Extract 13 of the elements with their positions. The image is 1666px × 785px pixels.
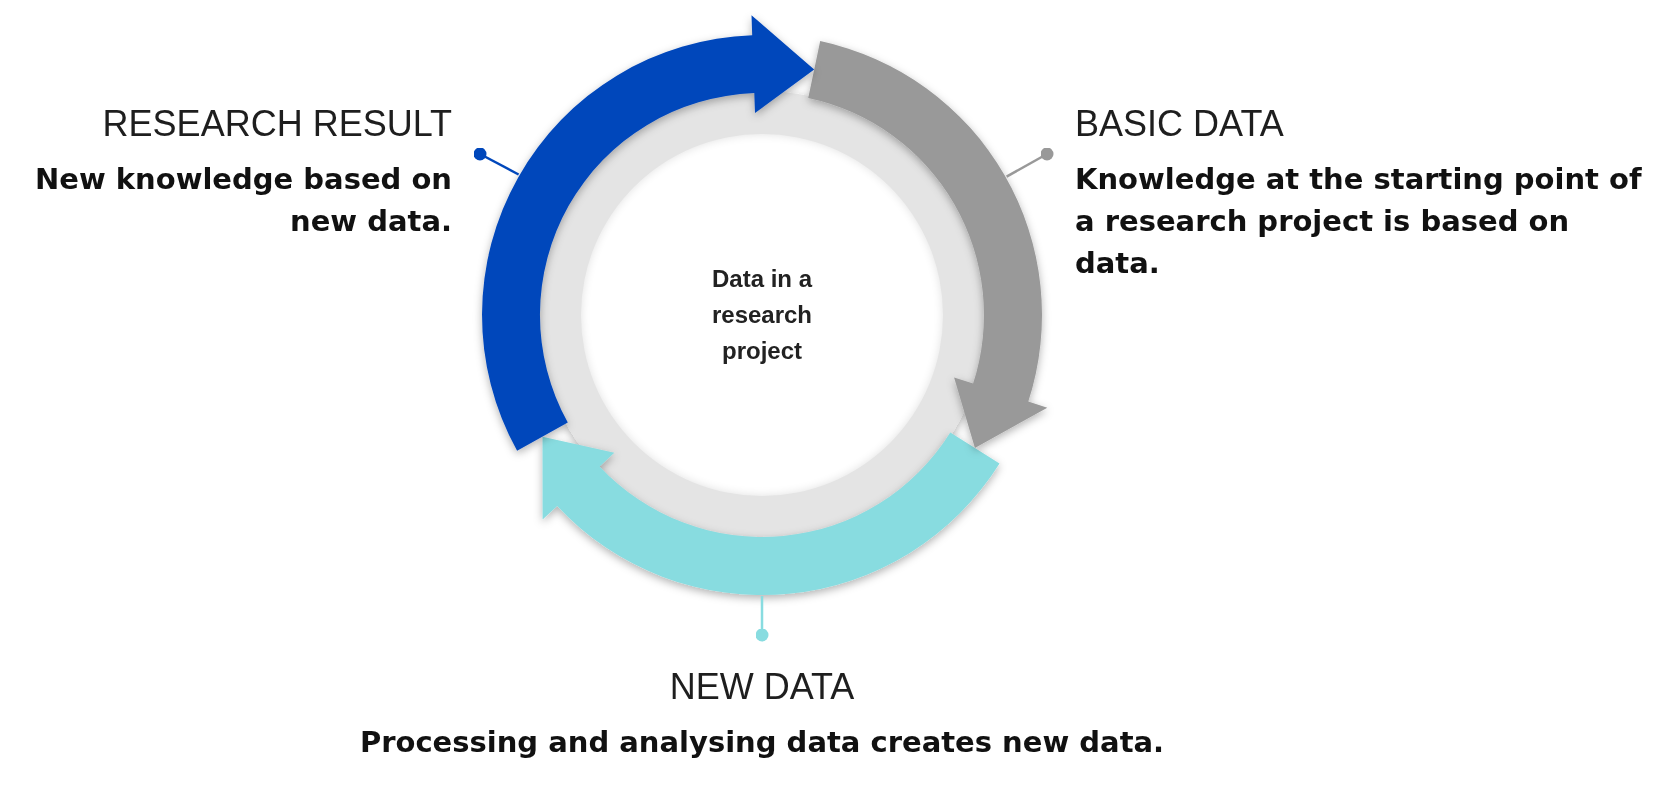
leader-line bbox=[755, 596, 769, 642]
leader-line bbox=[1006, 147, 1054, 178]
section-heading: NEW DATA bbox=[669, 667, 855, 707]
curved-arrow bbox=[542, 432, 1000, 595]
curved-arrow bbox=[482, 15, 815, 451]
leader-line bbox=[473, 147, 520, 176]
description-text: Knowledge at the starting point of a research project is based on data. bbox=[1075, 160, 1643, 282]
section-heading: BASIC DATA bbox=[1075, 104, 1284, 144]
section-heading: RESEARCH RESULT bbox=[102, 104, 452, 144]
curved-arrow bbox=[808, 41, 1048, 448]
description-text: New knowledge based on new data. bbox=[33, 160, 452, 240]
center-label: Data in a research project bbox=[710, 264, 814, 366]
description-text: Processing and analysing data creates new data. bbox=[359, 723, 1165, 761]
